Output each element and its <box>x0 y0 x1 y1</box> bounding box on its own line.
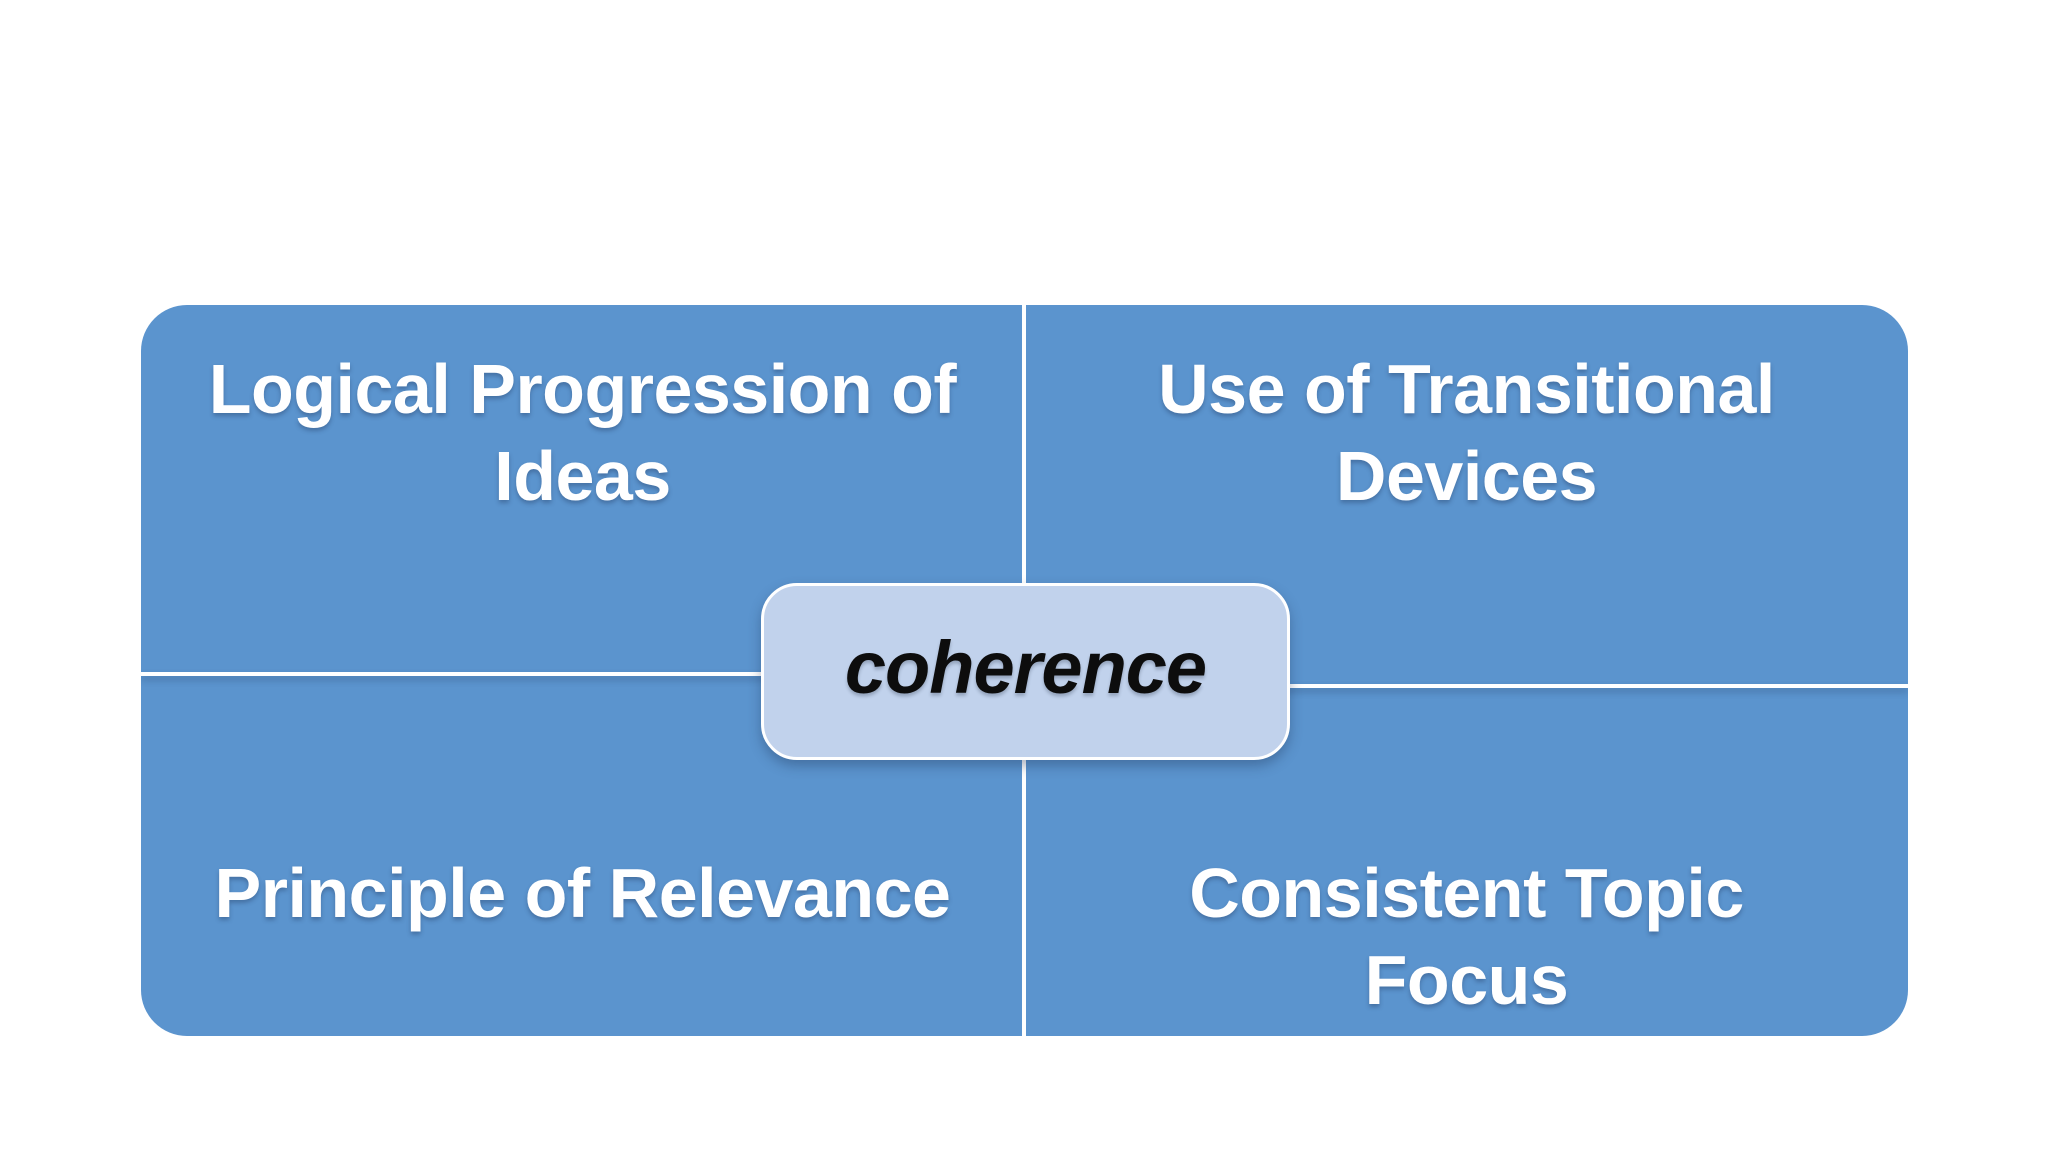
quadrant-label-top-right: Use of Transitional Devices <box>1158 350 1775 515</box>
horizontal-divider-left <box>141 672 1024 676</box>
quadrant-label-bottom-left: Principle of Relevance <box>214 854 951 932</box>
center-label: coherence <box>844 626 1207 709</box>
quadrant-label-top-left: Logical Progression of Ideas <box>208 350 957 515</box>
center-box: coherence <box>761 583 1290 760</box>
quadrant-label-bottom-right: Consistent Topic Focus <box>1189 854 1744 1019</box>
horizontal-divider-right <box>1026 684 1908 688</box>
coherence-quadrant-diagram: Logical Progression of Ideas Use of Tran… <box>141 305 1908 1036</box>
